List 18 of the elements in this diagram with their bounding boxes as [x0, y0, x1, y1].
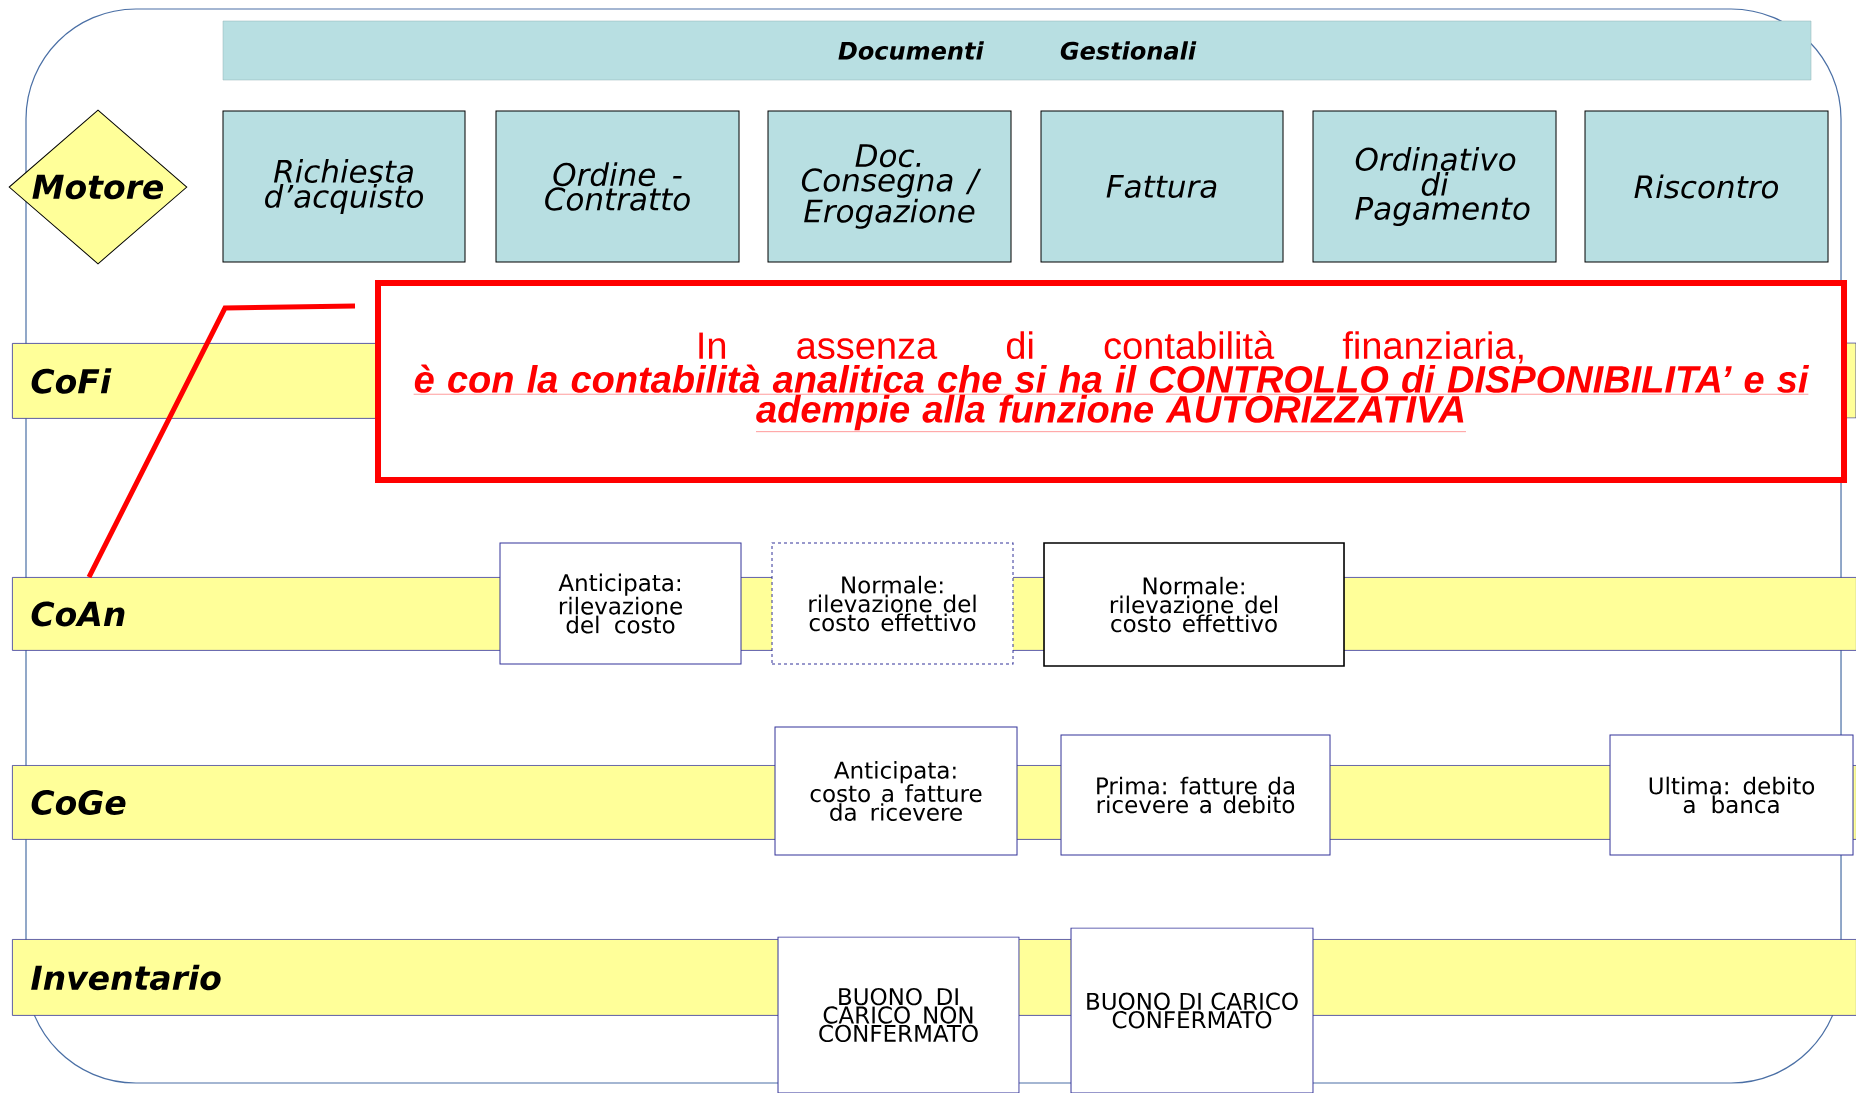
document-box: Ordine - Contratto	[495, 110, 740, 263]
document-box: Richiesta d’acquisto	[222, 110, 466, 263]
leader-line	[86, 303, 356, 579]
step-box: Normale: rilevazione del costo effettivo	[1043, 542, 1345, 667]
header-band: Documenti Gestionali	[222, 20, 1812, 81]
step-box: Normale: rilevazione del costo effettivo	[771, 542, 1014, 665]
document-box: Riscontro	[1584, 110, 1829, 263]
step-box: Anticipata: rilevazione del costo	[499, 542, 742, 665]
step-box: Ultima: debito a banca	[1609, 734, 1854, 856]
callout-box: In assenza di contabilità finanziaria, è con la contabilità analitica che si ha il CONTROLLO di DISPONIBILITA’ e si adempie alla funzione AUTORIZZATIVA	[375, 280, 1847, 483]
step-box: Prima: fatture da ricevere a debito	[1060, 734, 1331, 856]
document-box: Fattura	[1040, 110, 1284, 263]
document-box: Ordinativo di Pagamento	[1312, 110, 1557, 263]
step-box: BUONO DI CARICO NON CONFERMATO	[777, 936, 1020, 1093]
step-box: Anticipata: costo a fatture da ricevere	[774, 726, 1018, 856]
document-box: Doc. Consegna / Erogazione	[767, 110, 1012, 263]
lane-band: CoFi	[12, 343, 383, 419]
step-box: BUONO DI CARICO CONFERMATO	[1070, 927, 1314, 1093]
